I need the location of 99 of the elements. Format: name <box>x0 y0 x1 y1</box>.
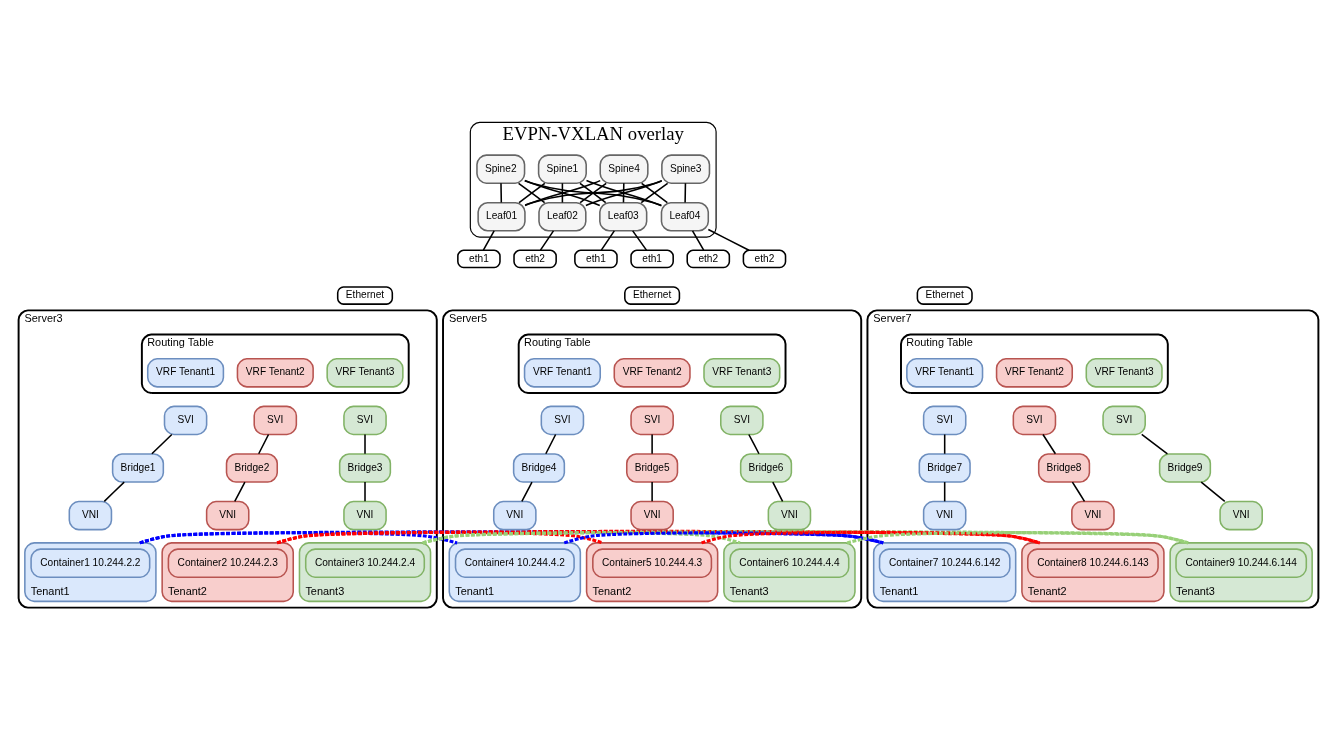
node-box: Leaf02 <box>538 201 587 232</box>
node-box: SVI <box>1102 405 1146 435</box>
connector <box>1042 433 1057 455</box>
connector <box>846 530 1189 544</box>
node-box: Ethernet <box>624 285 681 305</box>
node-box: Container2 10.244.2.3 <box>167 547 288 578</box>
connector <box>943 480 946 502</box>
node-box: eth1 <box>574 249 618 268</box>
connector <box>257 433 270 455</box>
node-box: VRF Tenant2 <box>613 357 691 388</box>
connector <box>579 182 607 203</box>
connector <box>640 182 669 203</box>
node-box: VRF Tenant1 <box>906 357 984 388</box>
connector <box>1071 480 1086 502</box>
node-box: Bridge1 <box>111 452 165 483</box>
node-box: VRF Tenant2 <box>995 357 1074 388</box>
connector <box>651 433 653 455</box>
connector <box>545 433 557 455</box>
node-box: Bridge5 <box>626 452 679 483</box>
node-box: VRF Tenant2 <box>236 357 314 388</box>
node-box: SVI <box>922 405 967 435</box>
node-box: eth2 <box>686 249 731 268</box>
node-box: Leaf04 <box>660 201 710 232</box>
node-box: SVI <box>253 405 298 435</box>
connector <box>1200 480 1226 502</box>
connector <box>539 229 555 251</box>
node-box: VNI <box>343 500 387 530</box>
node-box: VNI <box>205 500 250 530</box>
node-box: VNI <box>630 500 674 530</box>
node-box: SVI <box>540 405 585 435</box>
node-box: Leaf03 <box>599 201 648 232</box>
connector <box>651 480 653 502</box>
node-box: Container5 10.244.4.3 <box>592 547 713 578</box>
node-box: SVI <box>1012 405 1057 435</box>
connector <box>1140 433 1169 455</box>
connector <box>772 480 784 502</box>
node-box: VRF Tenant1 <box>523 357 601 388</box>
node-box: Bridge9 <box>1158 452 1212 483</box>
connector <box>701 530 1041 544</box>
node-box: eth1 <box>457 249 501 268</box>
node-box: SVI <box>163 405 208 435</box>
node-box: VNI <box>68 500 113 530</box>
connector <box>482 229 495 251</box>
connector <box>524 179 601 206</box>
node-box: Spine4 <box>599 153 649 184</box>
connector <box>234 480 246 502</box>
node-box: eth2 <box>513 249 557 268</box>
node-box: Container3 10.244.2.4 <box>304 547 426 578</box>
connector <box>684 182 687 203</box>
node-box: VRF Tenant3 <box>703 357 781 388</box>
node-box: Bridge4 <box>512 452 566 483</box>
node-box: Bridge2 <box>225 452 278 483</box>
node-box: Container6 10.244.4.4 <box>729 547 850 578</box>
node-box: VRF Tenant3 <box>326 357 404 388</box>
node-box: eth1 <box>630 249 674 268</box>
connector <box>631 229 648 251</box>
node-box: SVI <box>720 405 764 435</box>
connector <box>748 433 760 455</box>
connector <box>521 480 533 502</box>
node-box: VNI <box>1071 500 1115 530</box>
node-box: Ethernet <box>916 285 973 305</box>
node-box: Leaf01 <box>477 201 526 232</box>
connector <box>943 433 946 455</box>
node-box: Container9 10.244.6.144 <box>1175 547 1308 578</box>
node-box: VNI <box>1219 500 1263 530</box>
connector <box>561 182 564 203</box>
node-box: Container4 10.244.4.2 <box>454 547 575 578</box>
node-box: Container8 10.244.6.143 <box>1027 547 1159 578</box>
connector <box>139 529 884 544</box>
node-box: Bridge3 <box>338 452 392 483</box>
node-box: Container1 10.244.2.2 <box>30 547 151 578</box>
connector <box>103 480 125 502</box>
connector <box>276 529 1041 544</box>
node-box: SVI <box>343 405 387 435</box>
node-box: Bridge8 <box>1037 452 1091 483</box>
node-box: Container7 10.244.6.142 <box>878 547 1011 578</box>
node-box: Bridge7 <box>918 452 971 483</box>
connector <box>691 229 705 251</box>
node-box: Ethernet <box>336 285 394 305</box>
connector <box>151 433 173 455</box>
connector <box>422 529 1189 544</box>
connector <box>364 480 366 502</box>
connector <box>707 228 750 251</box>
node-box: VNI <box>922 500 967 530</box>
connector <box>563 530 884 544</box>
node-box: SVI <box>630 405 674 435</box>
node-box: VRF Tenant1 <box>146 357 225 388</box>
connector <box>364 433 366 455</box>
node-box: Spine2 <box>476 153 526 184</box>
connector <box>500 182 503 203</box>
node-box: Spine1 <box>537 153 587 184</box>
node-box: VRF Tenant3 <box>1085 357 1163 388</box>
node-box: Bridge6 <box>739 452 793 483</box>
connector <box>600 229 616 251</box>
node-box: VNI <box>492 500 537 530</box>
node-box: Spine3 <box>661 153 711 184</box>
connector <box>622 182 625 203</box>
node-box: eth2 <box>742 249 787 268</box>
node-box: VNI <box>767 500 812 530</box>
